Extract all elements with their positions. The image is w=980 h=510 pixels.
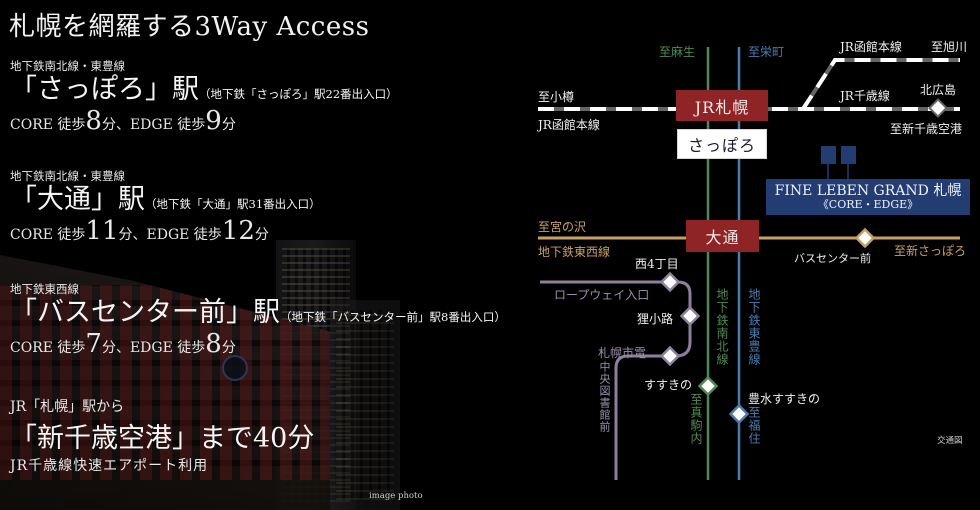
station-name-row: 「さっぽろ」駅（地下鉄「さっぽろ」駅22番出入口） <box>10 74 398 106</box>
core-label: CORE 徒歩 <box>10 227 86 244</box>
label-to-shin-sapporo: 至新さっぽろ <box>894 244 967 258</box>
airport-from: JR「札幌」駅から <box>10 399 125 415</box>
jr-sapporo-station[interactable]: JR札幌 <box>676 90 768 121</box>
edge-minutes: 8 <box>205 329 222 360</box>
label-jr-hakodate-top: JR函館本線 <box>840 40 902 54</box>
label-ropeway: ロープウェイ入口 <box>554 288 650 302</box>
label-namboku-line: 地下鉄南北線 <box>715 288 729 366</box>
property-label[interactable]: FINE LEBEN GRAND 札幌 《CORE・EDGE》 <box>766 179 970 215</box>
walk-time: CORE 徒歩7分、EDGE 徒歩8分 <box>10 329 506 359</box>
label-tozai-line: 地下鉄東西線 <box>538 245 611 259</box>
label-to-makomanai: 至真駒内 <box>689 393 703 445</box>
access-odori: 地下鉄南北線・東豊線 「大通」駅（地下鉄「大通」駅31番出入口） CORE 徒歩… <box>10 168 321 246</box>
unit: 分 <box>254 227 269 244</box>
label-to-fukuzumi: 至福住 <box>747 406 761 445</box>
airport-access: JR「札幌」駅から 「新千歳空港」まで40分 JR千歳線快速エアポート利用 <box>10 396 314 475</box>
label-kitahiroshima: 北広島 <box>920 83 957 97</box>
label-tram-line: 札幌市電 <box>598 346 647 360</box>
exit-note: （地下鉄「大通」駅31番出入口） <box>145 197 321 211</box>
edge-label: 分、EDGE 徒歩 <box>101 340 206 357</box>
label-to-sakaemachi: 至栄町 <box>748 45 785 59</box>
exit-note: （地下鉄「さっぽろ」駅22番出入口） <box>199 87 398 101</box>
walk-time: CORE 徒歩8分、EDGE 徒歩9分 <box>10 106 398 136</box>
line-label: 地下鉄南北線・東豊線 <box>10 59 125 73</box>
label-tanukikoji: 狸小路 <box>637 312 674 326</box>
walk-time: CORE 徒歩11分、EDGE 徒歩12分 <box>10 216 321 246</box>
building-icon <box>821 146 836 164</box>
label-toho-line: 地下鉄東豊線 <box>747 288 761 366</box>
label-to-otaru: 至小樽 <box>538 90 575 104</box>
property-name: FINE LEBEN GRAND 札幌 <box>774 182 962 199</box>
line-label: 地下鉄東西線 <box>10 282 79 296</box>
edge-label: 分、EDGE 徒歩 <box>118 227 222 244</box>
label-to-new-chitose: 至新千歳空港 <box>890 122 963 136</box>
core-label: CORE 徒歩 <box>10 117 86 134</box>
label-to-asabu: 至麻生 <box>659 45 696 59</box>
station-name: 「大通」駅 <box>10 184 145 215</box>
core-minutes: 7 <box>85 329 102 360</box>
unit: 分 <box>221 340 236 357</box>
access-sapporo: 地下鉄南北線・東豊線 「さっぽろ」駅（地下鉄「さっぽろ」駅22番出入口） COR… <box>10 58 398 136</box>
line-label: 地下鉄南北線・東豊線 <box>10 169 125 183</box>
property-sub: 《CORE・EDGE》 <box>817 197 919 211</box>
page-title: 札幌を網羅する3Way Access <box>9 12 370 42</box>
airport-headline: 「新千歳空港」まで40分 <box>10 423 315 454</box>
label-jr-chitose: JR千歳線 <box>840 89 890 103</box>
building-icon <box>841 146 856 164</box>
edge-minutes: 12 <box>221 216 255 247</box>
access-bus-center: 地下鉄東西線 「バスセンター前」駅（地下鉄「バスセンター前」駅8番出入口） CO… <box>10 281 506 359</box>
label-to-asahikawa: 至旭川 <box>931 40 968 54</box>
label-to-miyanosawa: 至宮の沢 <box>538 220 587 234</box>
sapporo-subway-station[interactable]: さっぽろ <box>677 129 767 159</box>
label-susukino: すすきの <box>644 378 693 392</box>
core-minutes: 8 <box>85 106 102 137</box>
station-name-row: 「バスセンター前」駅（地下鉄「バスセンター前」駅8番出入口） <box>10 297 506 329</box>
station-name: 「バスセンター前」駅 <box>10 297 280 328</box>
label-nishi4: 西4丁目 <box>635 257 679 271</box>
unit: 分 <box>221 117 236 134</box>
photo-overlay <box>0 0 500 510</box>
background-photo <box>0 0 500 510</box>
label-jr-hakodate-left: JR函館本線 <box>538 118 600 132</box>
photo-caption: image photo <box>369 491 423 501</box>
airport-note: JR千歳線快速エアポート利用 <box>10 458 209 474</box>
transit-map: JR札幌 さっぽろ 大通 FINE LEBEN GRAND 札幌 《CORE・E… <box>520 30 980 480</box>
station-name-row: 「大通」駅（地下鉄「大通」駅31番出入口） <box>10 184 321 216</box>
odori-station[interactable]: 大通 <box>686 220 759 252</box>
edge-label: 分、EDGE 徒歩 <box>101 117 206 134</box>
station-name: 「さっぽろ」駅 <box>10 74 199 105</box>
exit-note: （地下鉄「バスセンター前」駅8番出入口） <box>280 310 506 324</box>
label-chuo-library: 中央図書館前 <box>598 361 611 433</box>
core-label: CORE 徒歩 <box>10 340 86 357</box>
label-bus-center: バスセンター前 <box>794 252 871 265</box>
label-hosui-susukino: 豊水すすきの <box>748 392 821 406</box>
station-markers <box>659 98 948 425</box>
map-caption: 交通図 <box>937 436 963 446</box>
core-minutes: 11 <box>85 216 119 247</box>
edge-minutes: 9 <box>205 106 222 137</box>
